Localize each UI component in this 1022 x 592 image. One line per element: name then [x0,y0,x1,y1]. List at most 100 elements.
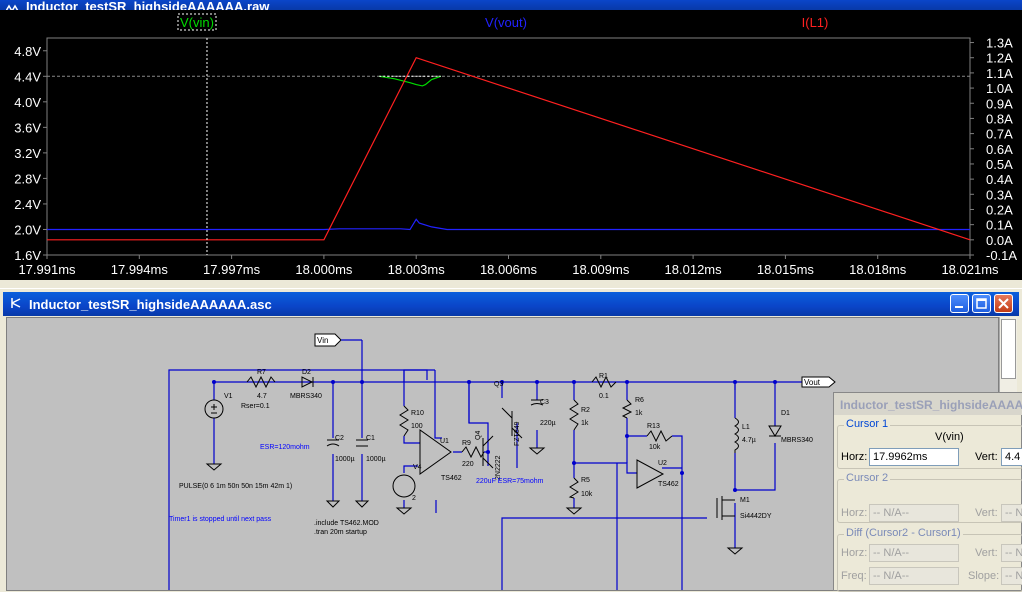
schematic-titlebar[interactable]: Inductor_testSR_highsideAAAAAA.asc [3,292,1019,316]
r13-label: R13 [647,423,660,430]
r2-label: R2 [581,407,590,414]
y-right-tick-label: 0.5A [986,157,1013,172]
u2-part: TS462 [658,481,679,488]
schematic-junctions [212,380,777,492]
cursor2-group: Cursor 2 Horz: -- N/A-- Vert: -- N/A-- [837,472,1022,523]
y-left-tick-label: 4.4V [14,69,41,84]
r7-value: 4.7 [257,393,267,400]
y-right-tick-label: 0.1A [986,218,1013,233]
cursor-panel: Inductor_testSR_highsideAAAAAA Cursor 1 … [833,392,1022,592]
waveform-titlebar[interactable]: Inductor_testSR_highsideAAAAAA.raw [0,0,1022,14]
y-right-tick-label: 0.6A [986,142,1013,157]
x-tick-label: 18.003ms [388,262,446,277]
trace-label[interactable]: V(vin) [180,15,214,30]
vin-net-label: Vin [317,336,328,345]
q4-part: 2N2222 [495,455,502,480]
x-tick-label: 18.000ms [295,262,353,277]
series-vvout [47,218,970,231]
trace-label[interactable]: I(L1) [802,15,829,30]
c3-esr-note: 220uF ESR=75mohm [476,478,544,485]
y-right-tick-label: 1.3A [986,36,1013,51]
schematic-maximize-button[interactable] [972,294,991,313]
waveform-window: Inductor_testSR_highsideAAAAAA.raw 17.99… [0,0,1022,288]
x-tick-label: 17.994ms [111,262,169,277]
r10-value: 100 [411,423,423,430]
y-right-tick-label: 0.8A [986,111,1013,126]
schematic-minimize-button[interactable] [950,294,969,313]
d2-part: MBRS340 [290,393,322,400]
diff-horz-label: Horz: [841,547,868,559]
y-right-tick-label: 1.0A [986,81,1013,96]
cursor2-horz-label: Horz: [841,507,868,519]
esr-note: ESR=120mohm [260,444,310,451]
y-left-tick-label: 2.0V [14,222,41,237]
r9-value: 220 [462,461,474,468]
c2-label: C2 [335,435,344,442]
cursor1-trace: V(vin) [935,431,964,443]
x-tick-label: 17.997ms [203,262,261,277]
x-tick-label: 18.021ms [941,262,999,277]
y-left-tick-label: 4.8V [14,44,41,59]
waveform-plot[interactable]: 17.991ms 17.994ms 17.997ms 18.000ms 18.003ms… [0,10,1022,280]
cursor2-legend: Cursor 2 [844,472,891,484]
cursor1-vert-label: Vert: [975,451,998,463]
cursor1-horz-field[interactable]: 17.9962ms [869,448,959,466]
minimize-icon [955,306,963,308]
vout-net-flag [801,376,836,388]
v4-label: V4 [413,464,422,471]
y-right-tick-label: 0.2A [986,202,1013,217]
c1-value: 1000µ [366,456,386,463]
schematic-close-button[interactable] [994,294,1013,313]
x-tick-label: 18.009ms [572,262,630,277]
tran-directive[interactable]: .tran 20m startup [314,529,367,536]
schematic-components [204,375,782,555]
cursor1-horz-label: Horz: [841,451,868,463]
l1-value: 4.7µ [742,437,756,444]
diff-freq-label: Freq: [841,570,867,582]
x-tick-label: 18.018ms [849,262,907,277]
vout-net-label: Vout [804,378,821,387]
d1-part: MBRS340 [781,437,813,444]
diff-group: Diff (Cursor2 - Cursor1) Horz: -- N/A-- … [837,527,1022,592]
v1-label: V1 [224,393,233,400]
q3-label: Q3 [494,381,503,388]
diff-slope-label: Slope: [968,570,1000,582]
y-left-tick-label: 4.0V [14,95,41,110]
u1-part: TS462 [441,475,462,482]
cursor2-horz-field[interactable]: -- N/A-- [869,504,959,522]
x-tick-label: 18.015ms [757,262,815,277]
y-right-tick-label: 0.7A [986,127,1013,142]
schematic-window-title: Inductor_testSR_highsideAAAAAA.asc [29,297,272,312]
c3-label: C3 [540,399,549,406]
c2-value: 1000µ [335,456,355,463]
cursor-panel-title[interactable]: Inductor_testSR_highsideAAAAAA [834,393,1022,415]
diff-vert-label: Vert: [975,547,998,559]
v4-value: 2 [412,495,416,502]
diff-slope-field[interactable]: -- N/A-- [1001,567,1022,585]
diff-freq-field[interactable]: -- N/A-- [869,567,959,585]
diff-vert-field[interactable]: -- N/A-- [1001,544,1022,562]
diff-horz-field[interactable]: -- N/A-- [869,544,959,562]
y-left-tick-label: 1.6V [14,248,41,263]
y-left-tick-label: 3.2V [14,146,41,161]
cursor2-vert-field[interactable]: -- N/A-- [1001,504,1022,522]
y-right-tick-label: 1.2A [986,51,1013,66]
r6-label: R6 [635,397,644,404]
cursor2-vert-label: Vert: [975,507,998,519]
x-tick-label: 17.991ms [18,262,76,277]
include-directive[interactable]: .include TS462.MOD [314,520,379,527]
y-left-tick-label: 3.6V [14,120,41,135]
y-right-tick-label: -0.1A [986,248,1017,263]
x-tick-label: 18.006ms [480,262,538,277]
series-vvin [379,75,441,87]
c1-label: C1 [366,435,375,442]
r1-value: 0.1 [599,393,609,400]
y-left-tick-label: 2.8V [14,171,41,186]
timer-note: Timer1 is stopped until next pass [169,516,272,523]
cursor1-vert-field[interactable]: 4.4 [1001,448,1022,466]
scrollbar-thumb[interactable] [1001,319,1016,379]
r1-label: R1 [599,373,608,380]
trace-label[interactable]: V(vout) [485,15,527,30]
u2-label: U2 [658,460,667,467]
y-right-tick-label: 1.1A [986,66,1013,81]
